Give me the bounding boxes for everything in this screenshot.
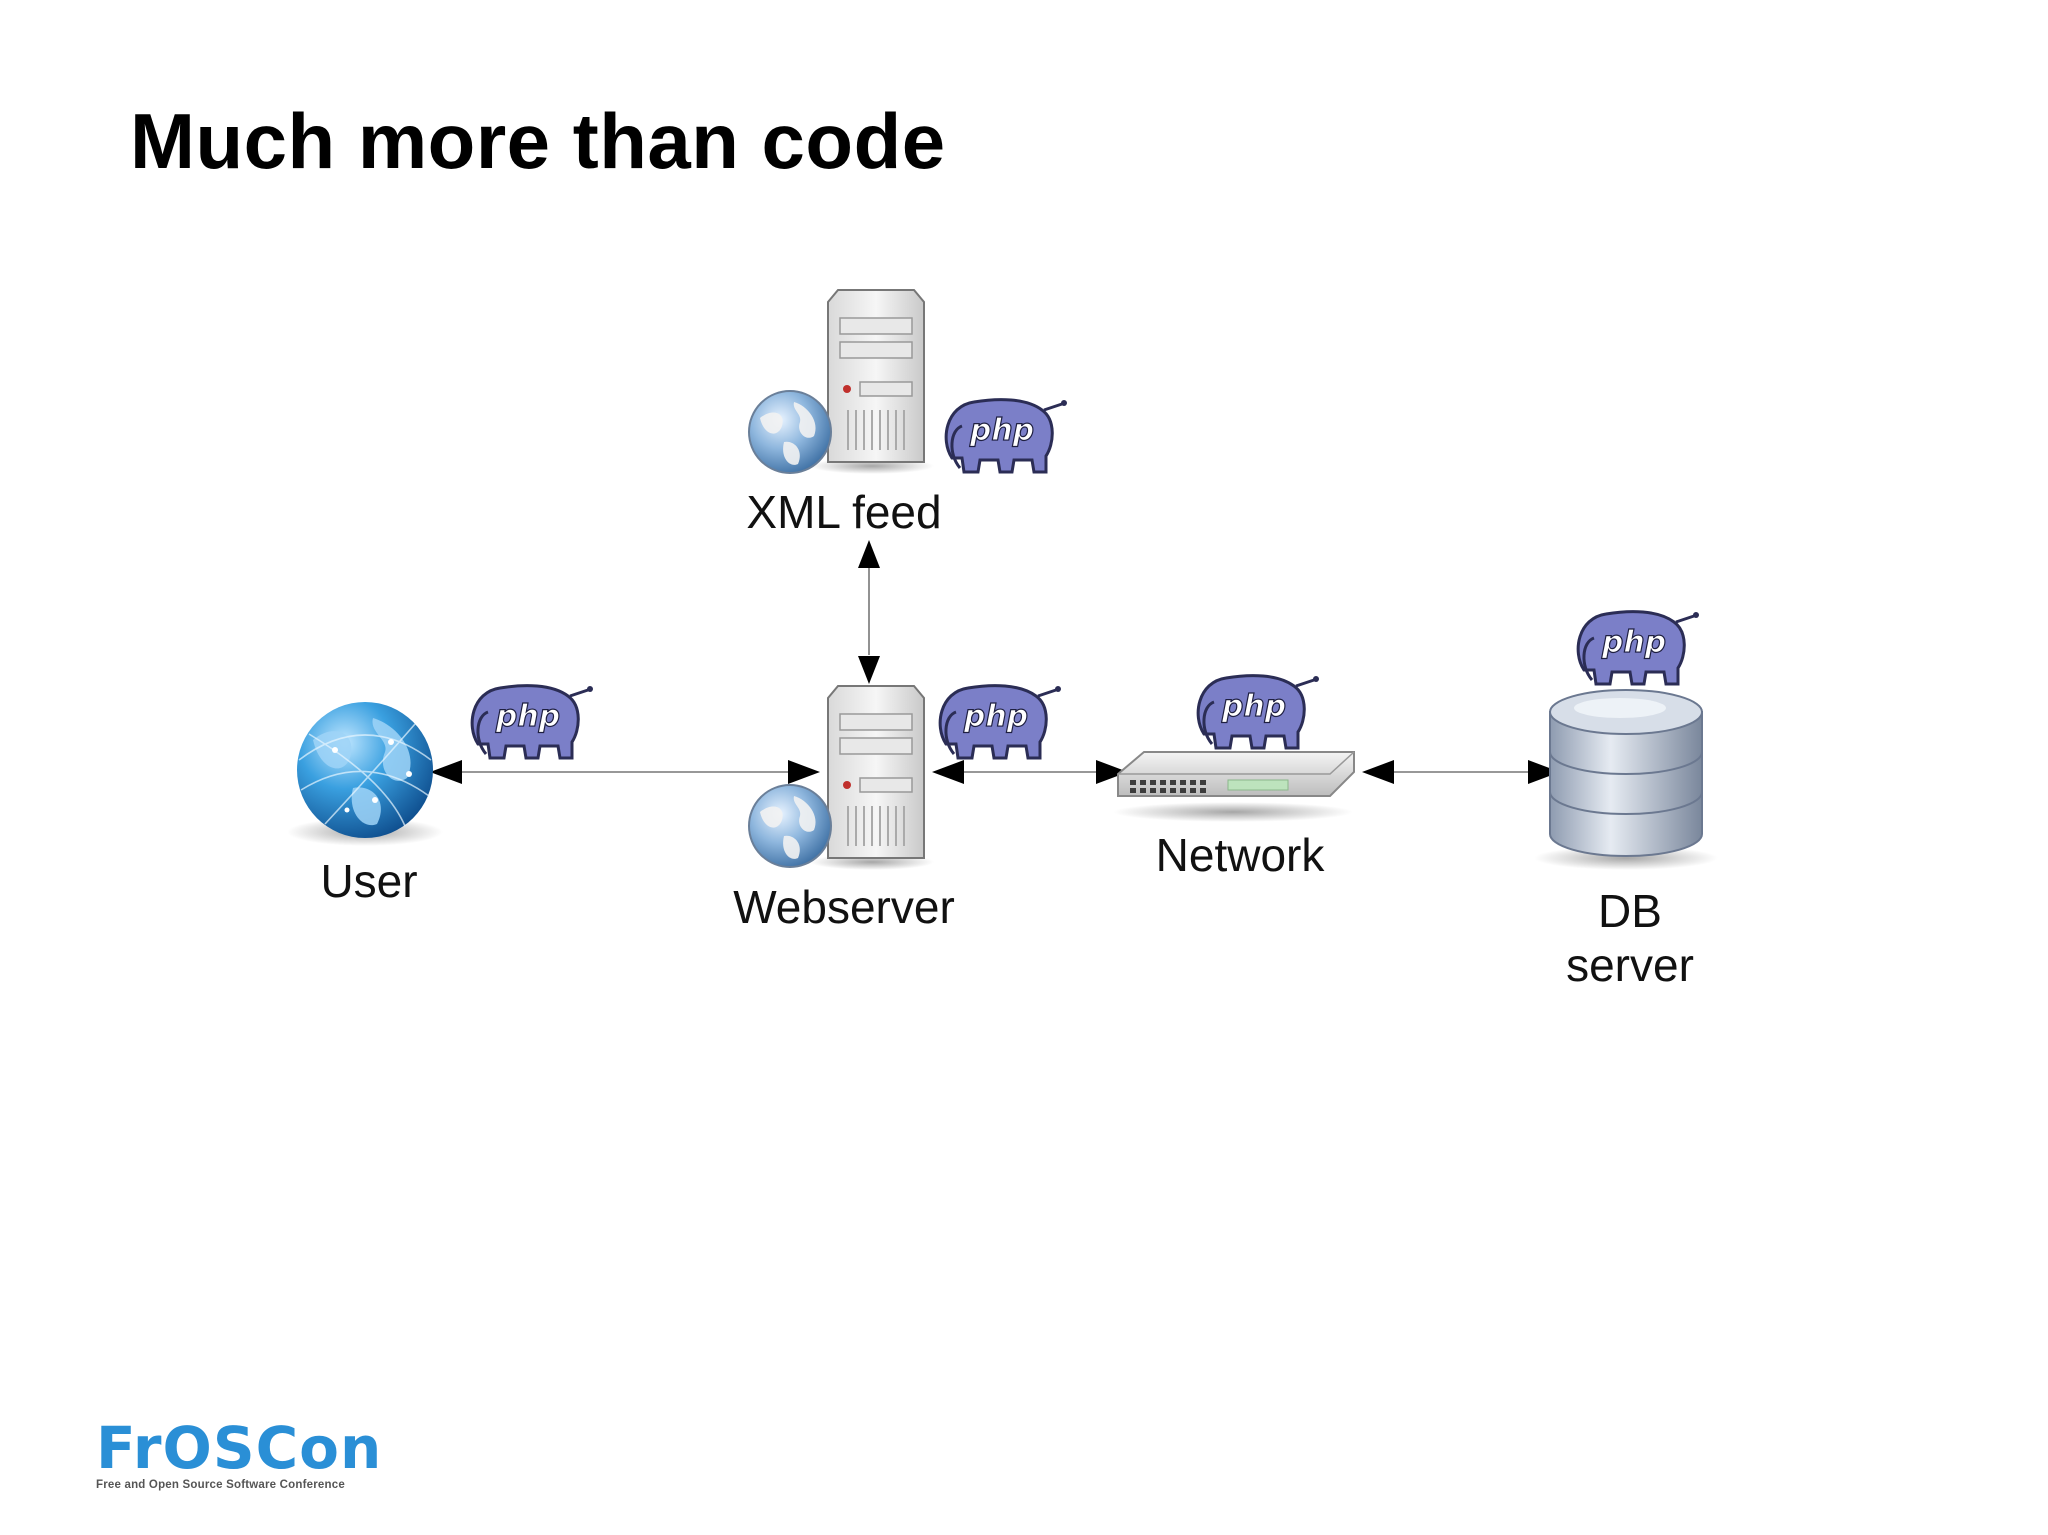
php-label: php (1601, 625, 1666, 660)
php-elephant-icon: php (1196, 674, 1319, 750)
network-label: Network (1155, 829, 1325, 881)
slide-title: Much more than code (130, 97, 946, 185)
edge-webserver-network (932, 760, 1128, 784)
db-server-label-line1: DB (1598, 885, 1662, 937)
webserver-icon (810, 685, 934, 870)
php-elephant-icon: php (470, 684, 593, 760)
db-server-label-line2: server (1566, 939, 1694, 991)
php-elephant-icon: php (944, 398, 1067, 474)
webserver-label: Webserver (733, 881, 955, 933)
edge-network-dbserver (1362, 760, 1560, 784)
php-elephant-icon: php (938, 684, 1061, 760)
database-icon (1534, 689, 1718, 870)
xml-feed-globe-icon (748, 390, 832, 474)
edge-user-webserver (430, 760, 820, 784)
xml-feed-server-icon (810, 289, 934, 474)
php-label: php (1221, 689, 1286, 724)
php-label: php (969, 413, 1034, 448)
froscon-logo: FrOSCon Free and Open Source Software Co… (96, 1414, 383, 1491)
xml-feed-label: XML feed (746, 486, 942, 538)
php-elephant-icon: php (1576, 610, 1699, 686)
db-server-label: DB server (1530, 884, 1730, 992)
logo-text: FrOSCon (96, 1414, 383, 1482)
network-switch-icon (1113, 751, 1355, 822)
user-globe-icon (287, 702, 443, 846)
webserver-globe-icon (748, 784, 832, 868)
edge-webserver-xmlfeed (858, 540, 880, 684)
user-label: User (320, 855, 418, 907)
php-label: php (963, 699, 1028, 734)
php-label: php (495, 699, 560, 734)
logo-subtitle: Free and Open Source Software Conference (96, 1479, 345, 1491)
